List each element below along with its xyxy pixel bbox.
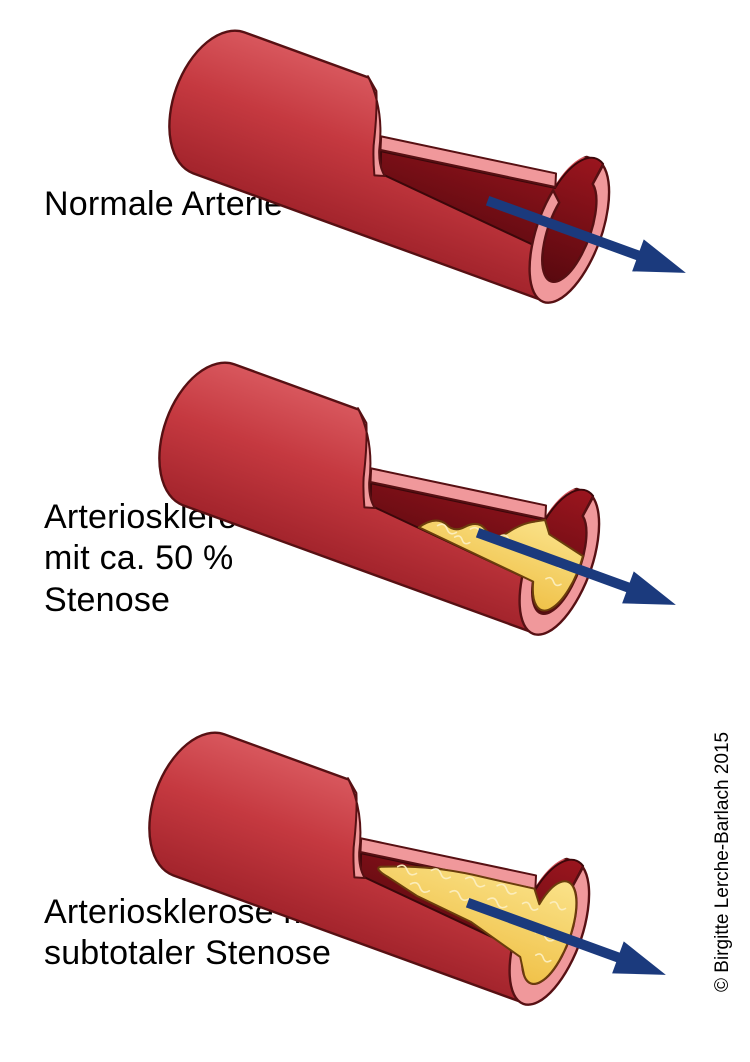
- blood-flow-arrow: [485, 195, 686, 273]
- label-normal-artery: Normale Arterie: [44, 185, 284, 223]
- cutaway-opening: [347, 763, 590, 888]
- copyright-text: © Birgitte Lerche-Barlach 2015: [712, 731, 733, 992]
- plaque: [377, 865, 578, 985]
- artery-lumen: [359, 852, 585, 985]
- cut-wall-back-edge: [369, 467, 548, 521]
- arteriosclerosis-diagram: Normale Arterie Arteriosklerose mit ca. …: [44, 29, 733, 1006]
- plaque-texture-lines: [436, 523, 567, 587]
- artery-wall-ring: [508, 866, 591, 1006]
- artery-lumen: [369, 482, 595, 615]
- label-subtotal-stenosis: Arteriosklerose mit subtotaler Stenose: [44, 893, 332, 973]
- artery-lumen: [379, 150, 605, 283]
- cut-wall-front-face: [346, 777, 366, 880]
- plaque-texture-lines: [396, 864, 567, 963]
- plaque: [417, 518, 584, 612]
- artery-body: [168, 29, 597, 303]
- artery-wall-ring: [528, 164, 611, 304]
- blood-flow-arrow: [465, 897, 666, 975]
- cut-wall-front-face: [356, 407, 376, 510]
- artery-wall-ring: [518, 496, 601, 636]
- blood-flow-arrow: [475, 527, 676, 605]
- cut-wall-back-edge: [379, 135, 558, 189]
- normal-artery-illustration: [168, 29, 686, 304]
- subtotal-stenosis-artery-illustration: [148, 731, 666, 1006]
- cut-wall-front-face: [366, 75, 386, 178]
- cutaway-opening: [367, 61, 610, 186]
- label-50-percent-stenosis: Arteriosklerose mit ca. 50 % Stenose: [44, 498, 274, 619]
- cut-wall-back-edge: [359, 837, 538, 891]
- cutaway-opening: [357, 393, 600, 518]
